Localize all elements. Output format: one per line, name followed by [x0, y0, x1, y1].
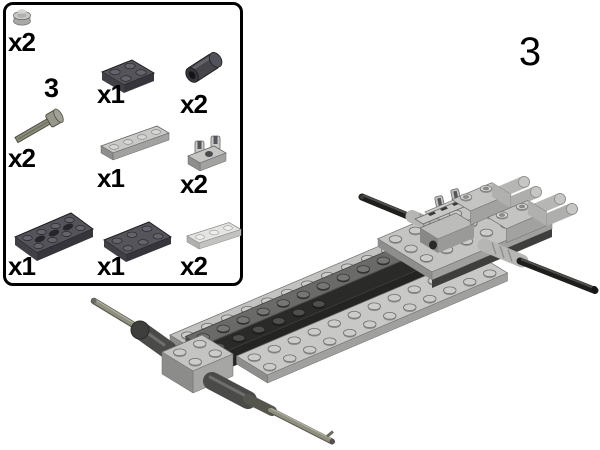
plate-1x4-icon [100, 125, 170, 161]
axle-3-icon [14, 108, 64, 144]
plate-2x3-icon [102, 221, 173, 262]
count-pin-connector: x2 [180, 89, 208, 119]
stud-row [173, 339, 207, 358]
front-axle-lower [203, 372, 335, 445]
stud-row [188, 349, 222, 367]
count-plate-2x3: x1 [97, 251, 125, 281]
count-clip-plate: x2 [180, 169, 208, 199]
count-plate-1x4: x1 [97, 163, 125, 193]
plate-1x3-icon [186, 222, 242, 250]
stud-row [212, 300, 326, 352]
stud-row [495, 202, 529, 220]
rear-engine-lower [487, 193, 578, 244]
count-plate-1x3: x2 [180, 251, 208, 281]
axle-length-label: 3 [44, 73, 60, 103]
parts-callout-box: x2 3 x2 [3, 2, 243, 286]
count-axle: x2 [8, 143, 36, 173]
stud-row [263, 269, 497, 372]
rear-axle-right [477, 238, 599, 294]
step-number: 3 [518, 30, 542, 74]
stud-row [459, 184, 493, 202]
pin-connector-icon [185, 52, 223, 83]
count-plate-2x2: x1 [97, 79, 125, 109]
plate-2x2-icon [100, 59, 156, 93]
count-round-plate: x2 [8, 27, 36, 57]
technic-plate-2x4-icon [13, 212, 95, 261]
front-axle-upper [90, 297, 177, 359]
front-axle-brick [161, 334, 234, 394]
rear-engine-upper [451, 176, 542, 226]
clip-plate-icon [187, 135, 227, 172]
count-technic-plate: x1 [8, 251, 36, 281]
round-plate-1x1-icon [13, 9, 31, 26]
